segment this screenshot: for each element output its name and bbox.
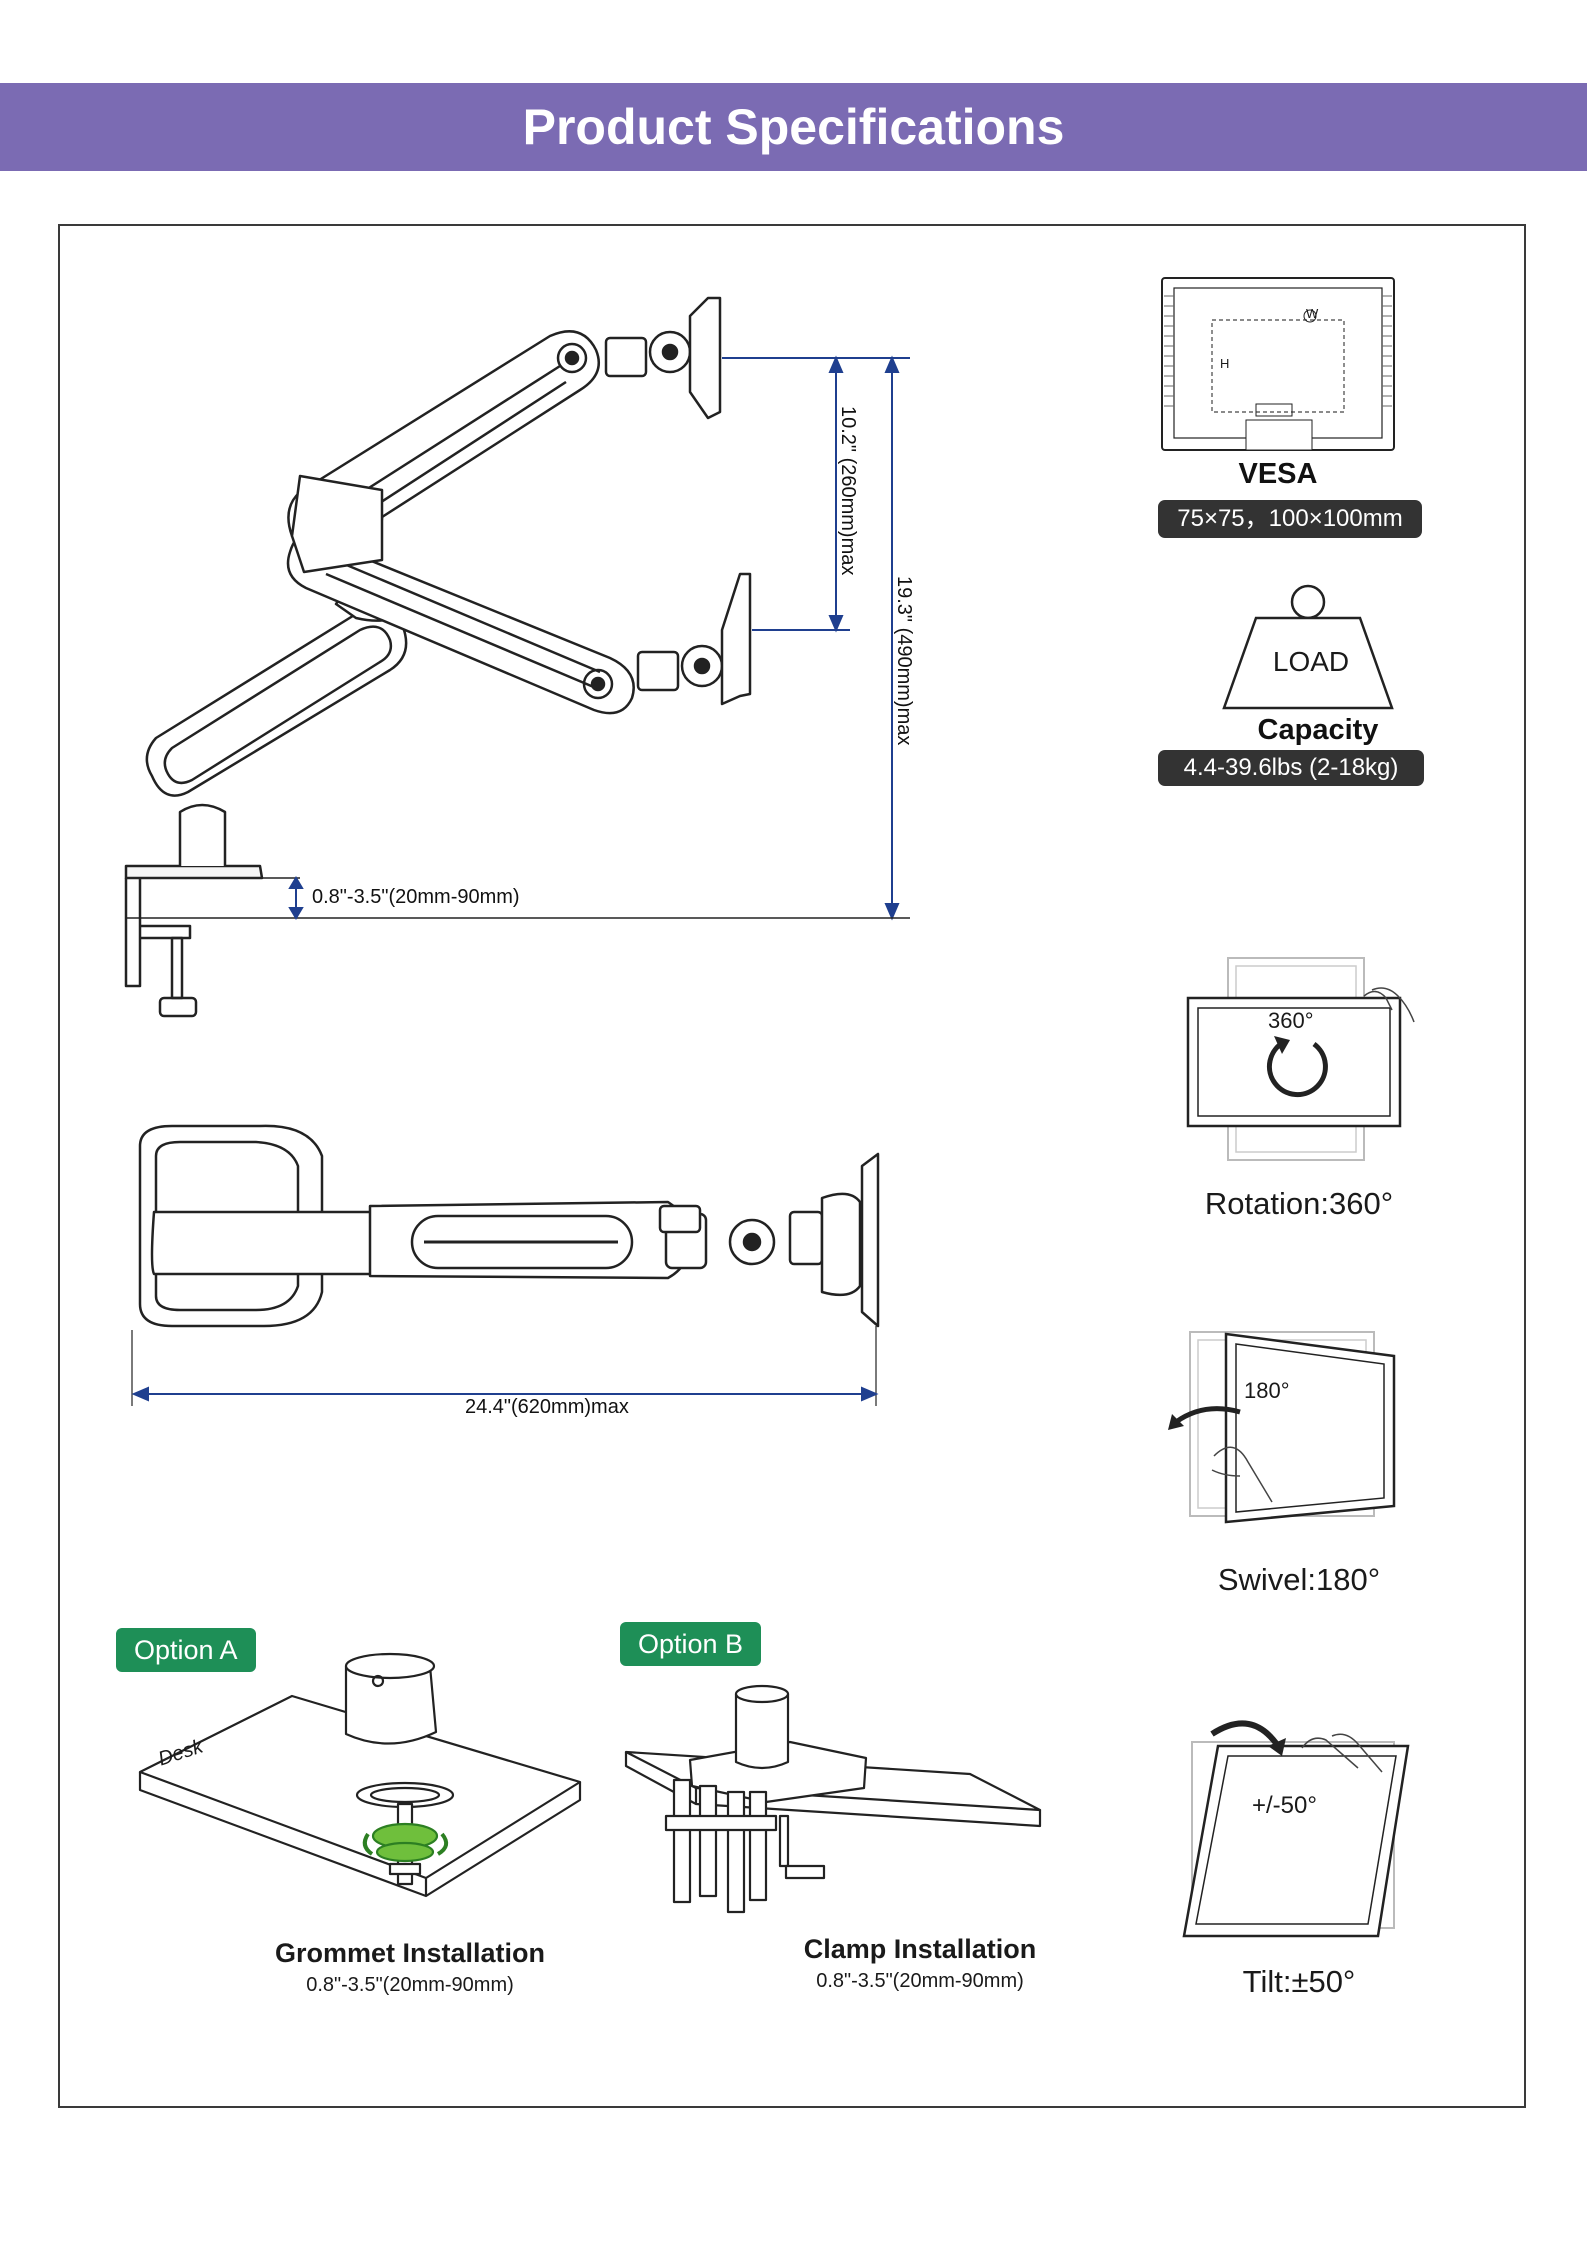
capacity-title: Capacity: [1257, 714, 1379, 746]
rotation-icon: [1186, 957, 1415, 1161]
top-view-arm: [138, 1124, 880, 1328]
load-weight-icon: [1222, 584, 1394, 710]
rotation-caption: Rotation:360°: [1204, 1186, 1394, 1221]
load-icon-text: LOAD: [1272, 646, 1350, 677]
clamp-drawing: [624, 1684, 1042, 1914]
total-height-dimension: 19.3" (490mm)max: [893, 576, 915, 746]
reach-dimension: 24.4"(620mm)max: [465, 1396, 629, 1418]
arm-drawings: [124, 296, 1042, 1914]
tilt-icon: [1182, 1720, 1410, 1938]
grommet-range: 0.8"-3.5"(20mm-90mm): [306, 1974, 514, 1996]
vesa-title: VESA: [1238, 458, 1318, 490]
grommet-title: Grommet Installation: [274, 1938, 546, 1968]
vesa-value: 75×75，100×100mm: [1158, 500, 1422, 538]
vesa-monitor-icon: [1161, 277, 1395, 451]
header-banner: Product Specifications: [0, 83, 1587, 171]
capacity-value: 4.4-39.6lbs (2-18kg): [1158, 750, 1424, 786]
clamp-range: 0.8"-3.5"(20mm-90mm): [816, 1970, 1024, 1992]
side-view-arm: [124, 296, 752, 1018]
side-dimension-lines: [126, 355, 910, 921]
swivel-icon: [1168, 1331, 1396, 1524]
arm-height-dimension: 10.2" (260mm)max: [837, 406, 859, 576]
option-b-badge: Option B: [620, 1622, 762, 1666]
desk-thickness-dimension: 0.8"-3.5"(20mm-90mm): [312, 886, 520, 908]
clamp-title: Clamp Installation: [803, 1934, 1037, 1964]
swivel-caption: Swivel:180°: [1217, 1562, 1381, 1597]
tilt-caption: Tilt:±50°: [1242, 1964, 1356, 1999]
vesa-h-label: H: [1220, 356, 1230, 371]
page-title: Product Specifications: [522, 99, 1065, 155]
grommet-drawing: [138, 1652, 582, 1898]
swivel-degree: 180°: [1244, 1378, 1290, 1403]
tilt-degree: +/-50°: [1252, 1792, 1317, 1819]
rotation-degree: 360°: [1268, 1008, 1314, 1033]
option-a-badge: Option A: [116, 1628, 256, 1672]
spec-frame: 10.2" (260mm)max 19.3" (490mm)max 0.8"-3…: [58, 224, 1526, 2108]
vesa-w-label: W: [1306, 306, 1319, 321]
top-dimension-lines: [131, 1326, 879, 1406]
